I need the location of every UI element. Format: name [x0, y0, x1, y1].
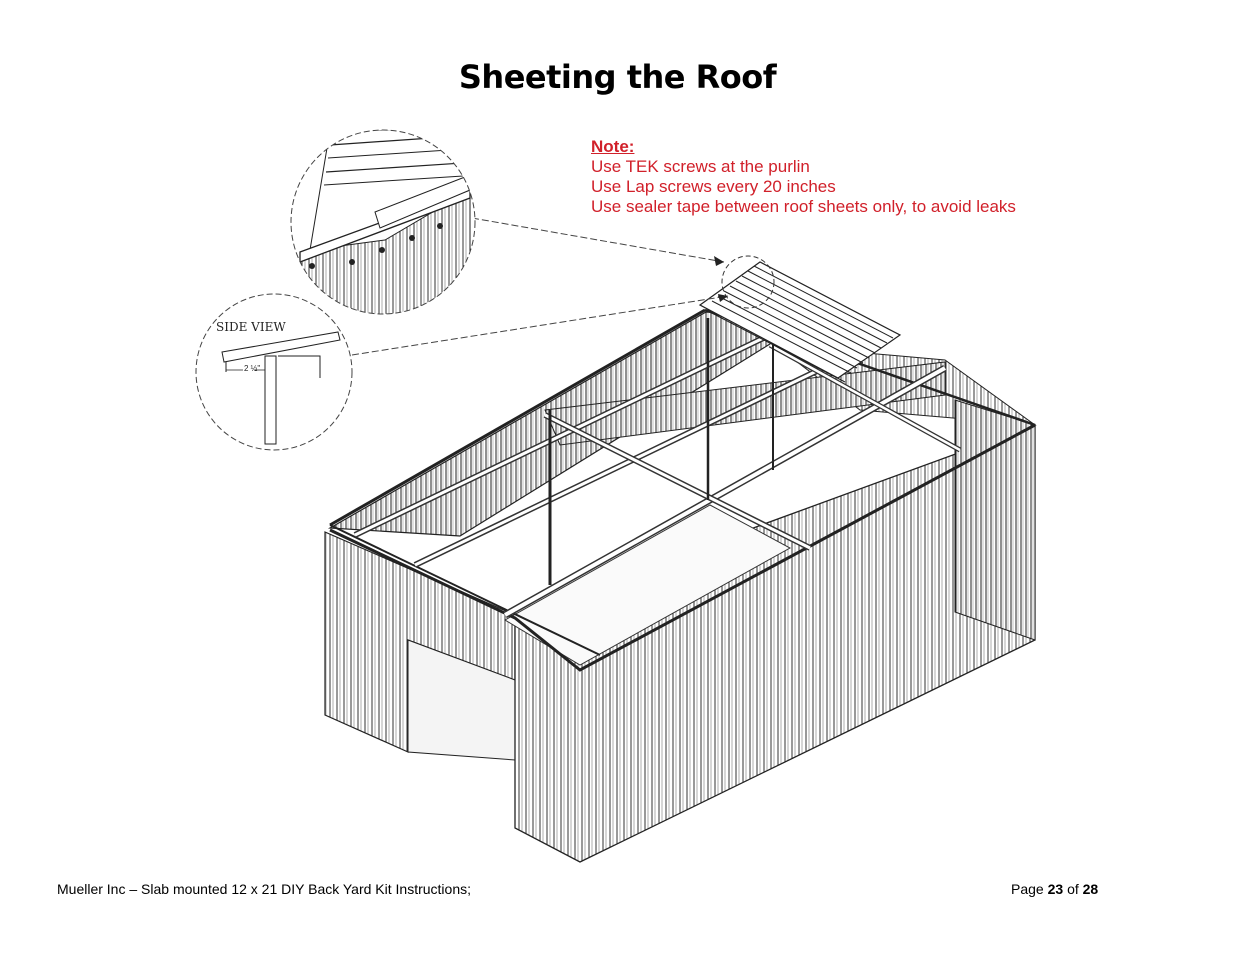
note-box: Note: Use TEK screws at the purlin Use L… — [591, 137, 1016, 217]
rafter-1-core — [544, 413, 811, 550]
front-long-wall — [514, 424, 1036, 863]
page-of: of — [1067, 881, 1079, 897]
page-current: 23 — [1047, 881, 1064, 897]
top-beam-left — [329, 524, 601, 656]
note-line-tek: Use TEK screws at the purlin — [591, 157, 810, 176]
note-heading: Note: — [591, 137, 635, 156]
arrowhead-lower — [718, 294, 728, 302]
detail-callout-circle — [721, 255, 775, 309]
footer-page-number: Page 23 of 28 — [1011, 881, 1098, 897]
roof-sheets — [698, 261, 902, 383]
arrowhead-upper — [714, 256, 724, 266]
detail-leader-lower — [351, 295, 729, 356]
eave-beam-back — [329, 308, 706, 527]
note-line-lap: Use Lap screws every 20 inches — [591, 177, 836, 196]
dimension-label: 2 ½" — [244, 364, 261, 373]
side-view-circle-outline — [195, 293, 353, 451]
side-view-label: SIDE VIEW — [216, 320, 286, 334]
detail-circle-outline — [290, 129, 476, 315]
page-title: Sheeting the Roof — [458, 58, 777, 96]
footer-doc-title: Mueller Inc – Slab mounted 12 x 21 DIY B… — [57, 881, 471, 897]
note-line-sealer: Use sealer tape between roof sheets only… — [591, 197, 1016, 216]
page-word: Page — [1011, 881, 1044, 897]
side-view-closeup — [196, 294, 352, 450]
purlin-3-core — [504, 366, 946, 617]
rafter-2-core — [769, 343, 961, 452]
page-total: 28 — [1082, 881, 1099, 897]
right-end-wall — [954, 399, 1036, 641]
detail-leader-upper — [471, 217, 725, 263]
detail-view-closeup — [291, 130, 475, 314]
